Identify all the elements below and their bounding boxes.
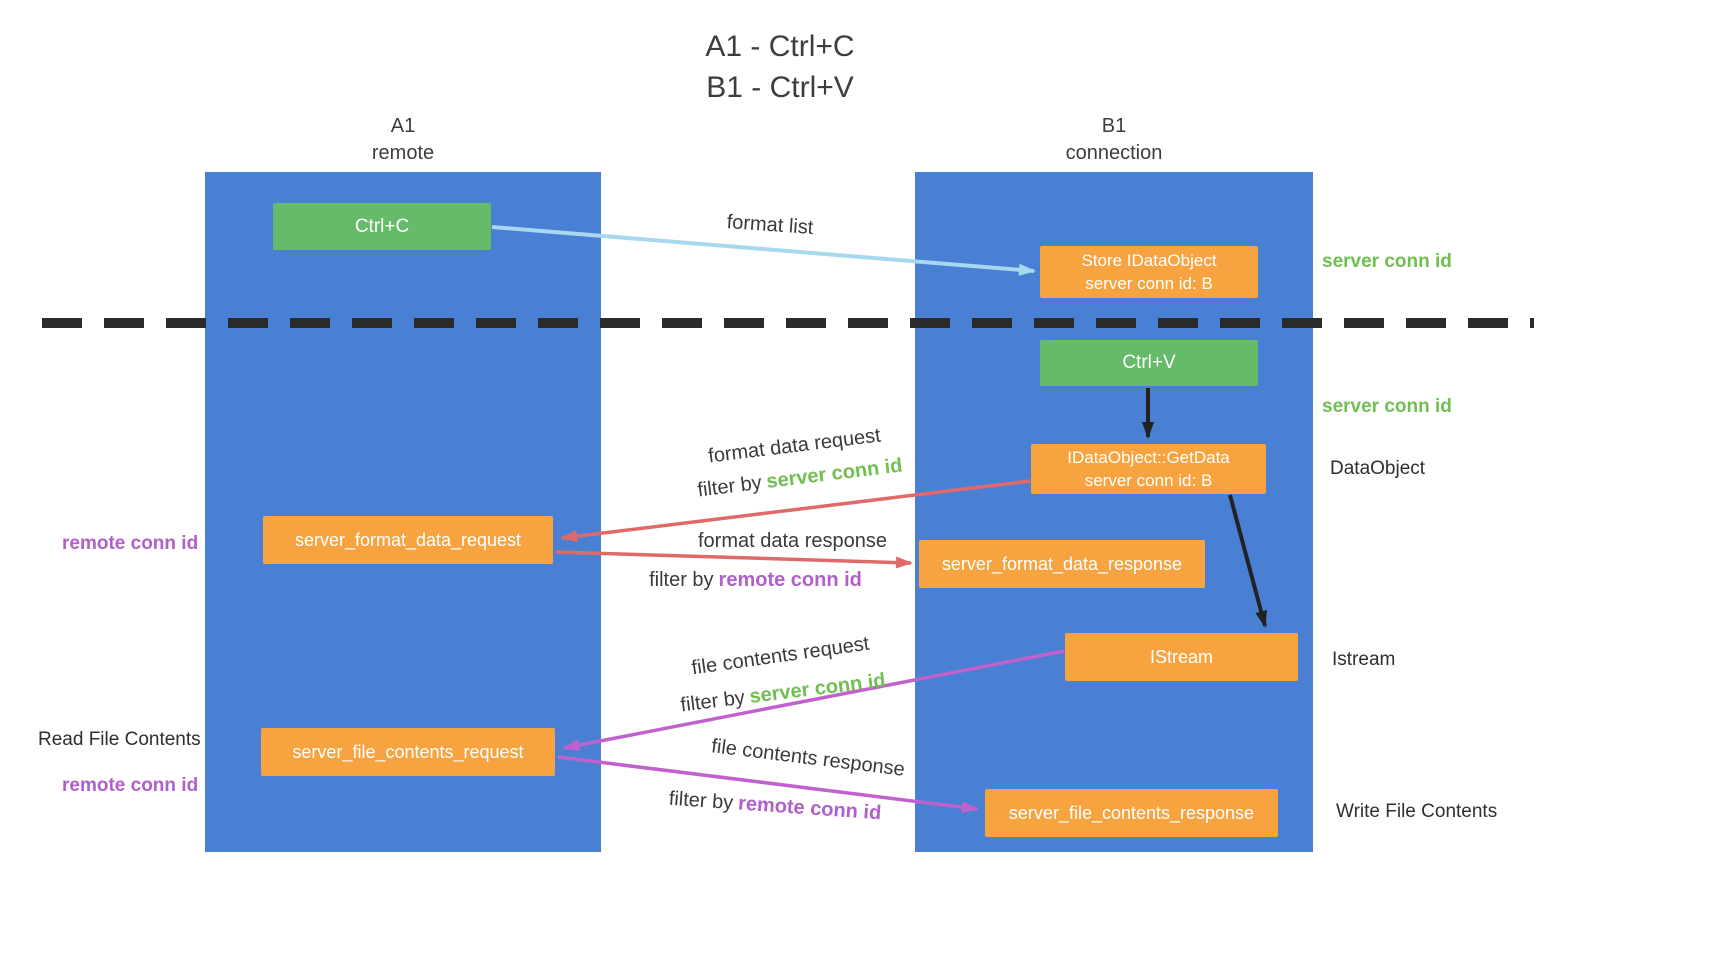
lane-b1-header: B1 connection [915,113,1313,167]
node-idataobject-getdata-line1: IDataObject::GetData [1067,448,1230,467]
lane-b1-name: B1 [1101,115,1127,137]
node-ctrl-v-label: Ctrl+V [1122,352,1176,373]
title-line-2: B1 - Ctrl+V [706,71,854,104]
side-label-istream: Istream [1332,649,1396,670]
lane-a1-subtitle: remote [371,142,435,164]
arrow-format-data-response [555,550,913,569]
filter-by-text-3: filter by [679,686,747,717]
node-server-format-data-response: server_format_data_response [919,540,1205,588]
arrow-label-file-contents-response: file contents response [710,735,906,781]
filter-key-server-conn-id-2: server conn id [748,669,887,708]
filter-key-remote-conn-id-2: remote conn id [737,792,882,825]
node-server-file-contents-request-label: server_file_contents_request [292,741,524,762]
side-label-remote-conn-id-mid: remote conn id [62,533,199,554]
node-server-file-contents-request: server_file_contents_request [261,728,555,776]
side-label-server-conn-id-mid: server conn id [1322,396,1452,417]
filter-by-text-2: filter by [649,569,714,591]
side-label-read-file-contents: Read File Contents [38,729,201,750]
arrow-label-format-list: format list [726,211,815,239]
side-label-server-conn-id-top: server conn id [1322,251,1452,272]
title-line-1: A1 - Ctrl+C [705,30,855,63]
phase-divider-dashed-line [42,318,1534,328]
filter-by-text-1: filter by [696,471,763,502]
node-server-format-data-request-label: server_format_data_request [294,529,522,550]
filter-by-text-4: filter by [668,787,734,815]
node-store-idataobject: Store IDataObject server conn id: B [1040,246,1258,298]
filter-key-remote-conn-id-1: remote conn id [718,569,862,591]
node-server-file-contents-response: server_file_contents_response [985,789,1278,837]
lane-a1-header: A1 remote [205,113,601,167]
node-istream: IStream [1065,633,1298,681]
diagram-title: A1 - Ctrl+C B1 - Ctrl+V [390,26,1170,108]
node-server-format-data-response-label: server_format_data_response [941,553,1183,574]
node-ctrl-c-label: Ctrl+C [354,215,410,237]
node-store-idataobject-line2: server conn id: B [1085,274,1213,293]
node-ctrl-v: Ctrl+V [1040,340,1258,386]
node-server-format-data-request: server_format_data_request [263,516,553,564]
node-istream-label: IStream [1149,646,1214,667]
side-label-dataobject: DataObject [1330,458,1426,479]
node-ctrl-c: Ctrl+C [273,203,491,250]
lane-a1-name: A1 [390,115,416,137]
side-label-remote-conn-id-bottom: remote conn id [62,775,199,796]
node-store-idataobject-line1: Store IDataObject [1081,251,1217,270]
lane-b1-subtitle: connection [1065,142,1163,164]
node-idataobject-getdata: IDataObject::GetData server conn id: B [1031,444,1266,494]
arrow-label-format-data-response: format data response [698,530,887,552]
node-idataobject-getdata-line2: server conn id: B [1084,471,1213,490]
side-label-write-file-contents: Write File Contents [1336,801,1498,822]
filter-key-server-conn-id-1: server conn id [765,454,904,494]
node-server-file-contents-response-label: server_file_contents_response [1008,802,1255,823]
